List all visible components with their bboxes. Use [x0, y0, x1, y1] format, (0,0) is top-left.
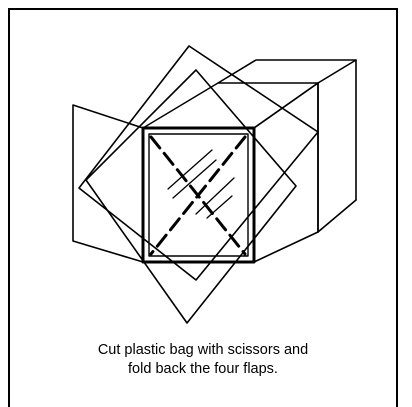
cut-lines	[151, 137, 245, 254]
caption-line-1: Cut plastic bag with scissors and	[8, 341, 398, 360]
sheen-marks	[168, 150, 234, 218]
caption: Cut plastic bag with scissors and fold b…	[8, 341, 398, 379]
plastic-bag-flaps	[79, 46, 318, 323]
left-flap	[73, 105, 143, 262]
caption-line-2: fold back the four flaps.	[8, 360, 398, 379]
upper-diamond	[79, 46, 318, 280]
